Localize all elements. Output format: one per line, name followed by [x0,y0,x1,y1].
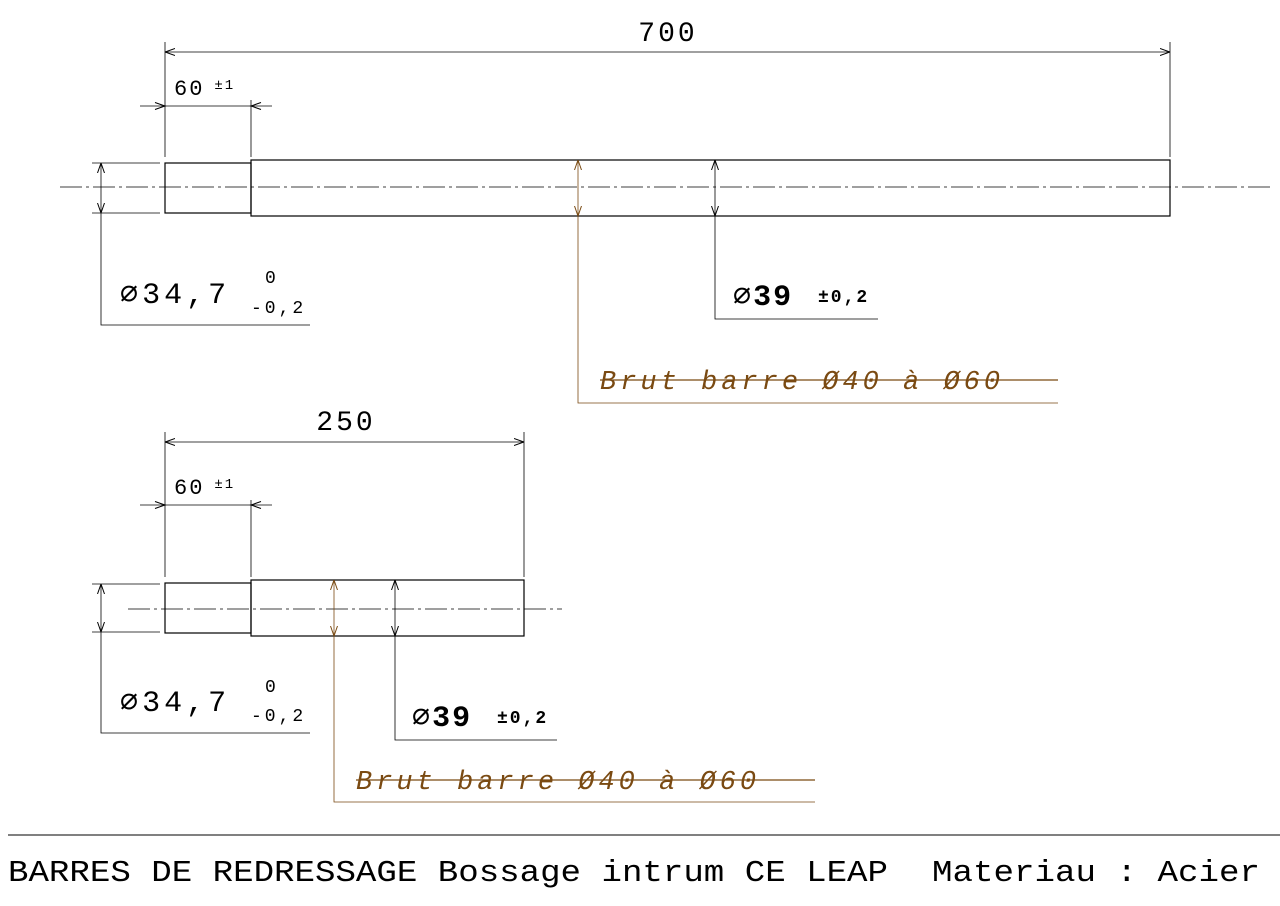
part-250-view: 250 60±1 ∅34,7 0 -0,2 ∅39 ±0,2 Brut barr… [92,408,815,803]
small-diameter-leader [100,213,310,326]
main-diameter-value: ∅39 [733,281,793,315]
small-diameter-value: ∅34,7 [120,279,230,313]
small-diameter-value: ∅34,7 [120,687,230,721]
main-diameter-value: ∅39 [412,702,472,736]
shoulder-section [164,162,252,214]
main-diameter-tolerance: ±0,2 [818,288,869,308]
stock-note: Brut barre Ø40 à Ø60 [356,768,760,798]
diameter-icon: ∅ [120,279,142,313]
part-700-view: 700 60±1 ∅34,7 0 -0,2 ∅39 ±0,2 Brut barr… [60,19,1272,404]
stock-note-leader [577,216,1058,404]
small-diameter-tol-upper: 0 [265,269,276,289]
shoulder-tolerance: ±1 [214,78,235,94]
material-label: Materiau : Acier [932,856,1260,891]
arrow-icon [154,102,167,110]
arrow-icon [249,102,262,110]
drawing-title: BARRES DE REDRESSAGE Bossage intrum CE L… [8,856,888,891]
overall-length-value: 250 [316,408,375,439]
shoulder-tolerance: ±1 [214,477,235,493]
shoulder-length-value: 60±1 [174,476,235,501]
shoulder-section [164,582,252,634]
diameter-icon: ∅ [733,281,753,315]
small-diameter-leader [100,632,310,734]
stock-note-leader [333,636,815,803]
main-diameter-tolerance: ±0,2 [497,709,548,729]
stock-note: Brut barre Ø40 à Ø60 [600,368,1004,398]
arrow-icon [154,501,167,509]
small-diameter-tol-upper: 0 [265,678,276,698]
overall-length-value: 700 [638,19,697,50]
small-diameter-tol-lower: -0,2 [251,707,306,727]
main-diameter-leader [394,636,557,741]
diameter-icon: ∅ [412,702,432,736]
main-diameter-leader [714,216,878,320]
shoulder-length-value: 60±1 [174,77,235,102]
small-diameter-tol-lower: -0,2 [251,299,306,319]
arrow-icon [249,501,262,509]
main-section [250,579,525,637]
main-section [250,159,1171,217]
diameter-icon: ∅ [120,687,142,721]
